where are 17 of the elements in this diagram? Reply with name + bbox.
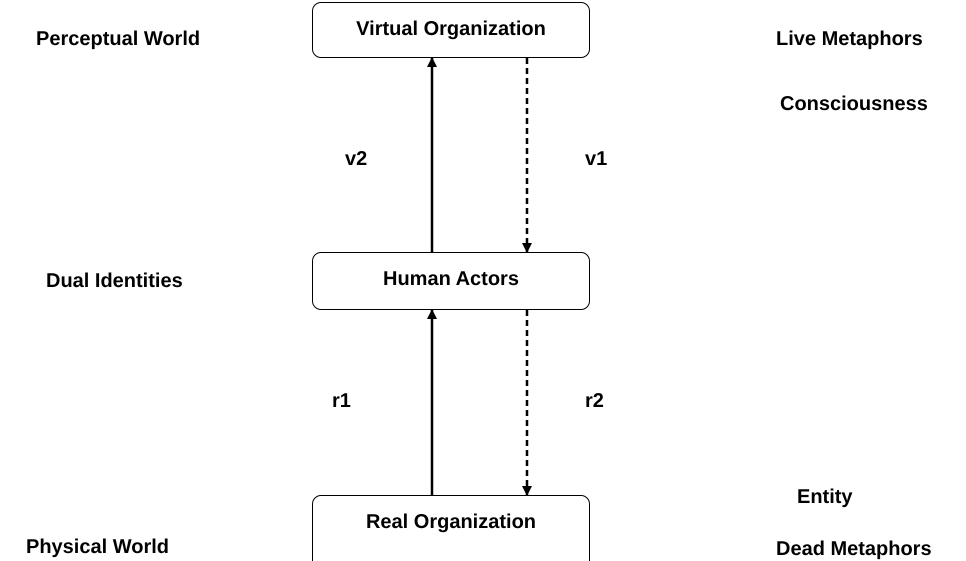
arrow bbox=[427, 57, 437, 252]
process-box bbox=[312, 2, 590, 58]
process-box bbox=[312, 495, 590, 561]
side-label: Perceptual World bbox=[36, 28, 200, 51]
box-label: Human Actors bbox=[383, 268, 519, 291]
side-label: Consciousness bbox=[780, 93, 928, 116]
side-label: Dual Identities bbox=[46, 270, 183, 293]
arrow bbox=[427, 309, 437, 495]
side-label: Entity bbox=[797, 486, 853, 509]
box-label: Virtual Organization bbox=[356, 18, 546, 41]
side-label: Physical World bbox=[26, 536, 170, 559]
side-label: Dead Metaphors bbox=[776, 538, 932, 561]
arrow bbox=[522, 310, 532, 496]
process-box bbox=[312, 252, 590, 310]
arrow bbox=[522, 58, 532, 253]
side-label: Live Metaphors bbox=[776, 28, 923, 51]
box-label: Real Organization bbox=[366, 511, 536, 534]
